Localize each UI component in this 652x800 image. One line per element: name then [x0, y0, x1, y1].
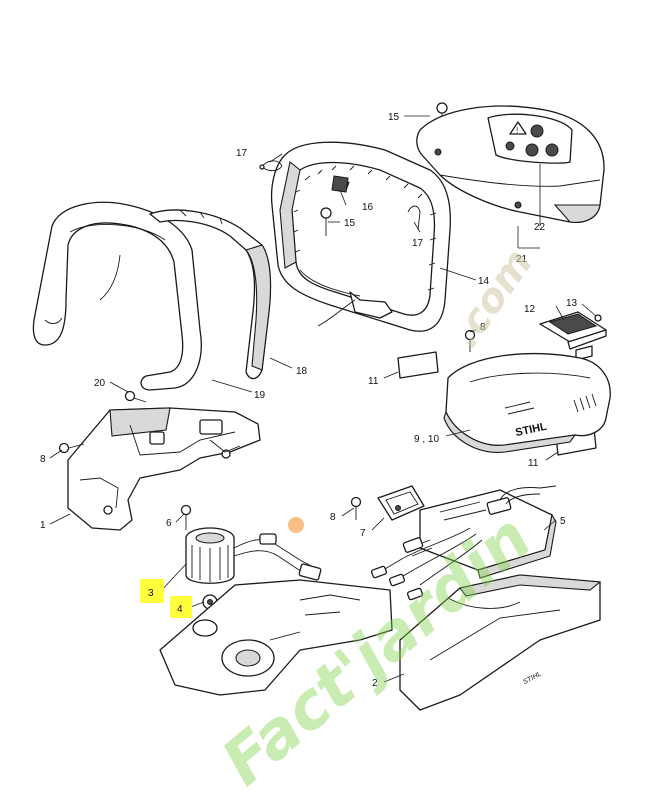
label-13: 13: [566, 298, 578, 309]
part-8-screw-top: [464, 329, 476, 352]
label-16: 16: [362, 202, 374, 213]
callout-labels: 15 17 16 15 17 22 21 14 12 13 8 18 11 19…: [40, 112, 578, 689]
part-9-10-motor-cover: STIHL: [443, 352, 611, 453]
part-7-control-board: [377, 485, 425, 521]
part-16-switch-lever: [331, 175, 349, 193]
read-manual-icon: [530, 124, 544, 138]
label-7: 7: [360, 528, 366, 539]
label-9-10: 9 , 10: [414, 434, 439, 445]
label-17-right: 17: [412, 238, 424, 249]
part-5-electronics-module: [370, 485, 557, 601]
part-1-switch-housing: [67, 407, 261, 531]
label-5: 5: [560, 516, 566, 527]
part-22-top-cover: !: [416, 105, 605, 224]
part-17-spring-pins: [259, 160, 421, 231]
eye-protection-icon: [545, 143, 559, 157]
label-11-left: 11: [368, 376, 379, 387]
part-19-front-handle: [32, 201, 202, 391]
label-1: 1: [40, 520, 46, 531]
ear-protection-icon: [525, 143, 539, 157]
part-6-screw: [180, 504, 192, 530]
label-20: 20: [94, 378, 106, 389]
label-15-mid: 15: [344, 218, 356, 229]
part-20-screw: [124, 390, 147, 403]
label-8-mid: 8: [330, 512, 336, 523]
leader-lines: [49, 115, 597, 683]
stihl-brand-housing: STIHL: [522, 671, 543, 687]
part-14-handle-frame: [270, 141, 451, 332]
part-2-gear-housing: STIHL: [159, 574, 602, 711]
label-17-left: 17: [236, 148, 248, 159]
warning-triangle-icon: !: [509, 121, 527, 135]
highlight-part-4: [170, 596, 192, 618]
label-14: 14: [478, 276, 490, 287]
label-2: 2: [372, 678, 378, 689]
label-21: 21: [516, 254, 528, 265]
highlight-part-3: [140, 579, 164, 603]
part-8-screw-mid: [350, 496, 362, 520]
label-19: 19: [254, 390, 266, 401]
part-3-motor: [185, 527, 322, 584]
label-8-top: 8: [480, 322, 486, 333]
part-12-control-element: [539, 311, 607, 361]
watermark-secondary: .com: [442, 241, 542, 356]
svg-text:!: !: [516, 126, 518, 135]
label-3: 3: [148, 588, 154, 599]
label-22: 22: [534, 222, 546, 233]
label-18: 18: [296, 366, 308, 377]
label-15-top: 15: [388, 112, 400, 123]
part-18-handle-guard: [149, 209, 272, 380]
label-11-right: 11: [528, 458, 539, 469]
label-12: 12: [524, 304, 536, 315]
label-4: 4: [177, 604, 183, 615]
label-8-left: 8: [40, 454, 46, 465]
label-6: 6: [166, 518, 172, 529]
